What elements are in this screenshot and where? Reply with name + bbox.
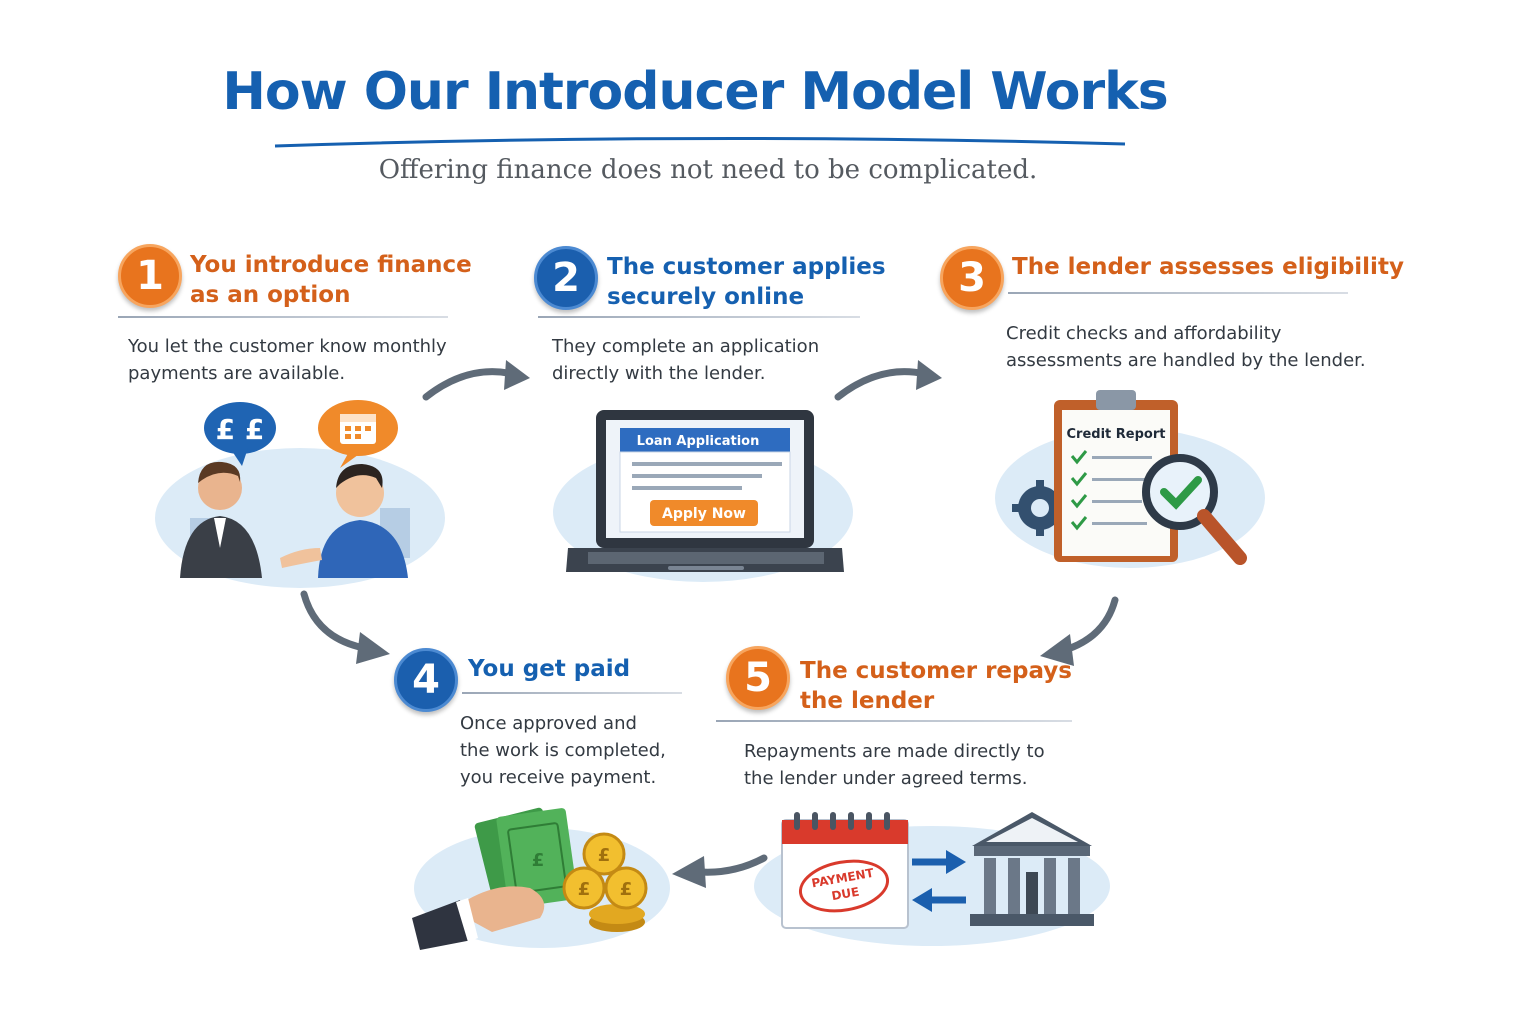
step-3-illustration: Credit Report xyxy=(995,390,1265,568)
speech-bubble-calendar-icon xyxy=(318,400,398,468)
step-1-illustration: £ £ xyxy=(155,400,445,588)
step-2-divider xyxy=(538,316,860,318)
step-3-title: The lender assesses eligibility xyxy=(1012,254,1404,280)
clipboard-icon: Credit Report xyxy=(1054,390,1178,562)
page-title: How Our Introducer Model Works xyxy=(222,62,1168,122)
svg-text:£: £ xyxy=(620,879,633,900)
svg-text:Apply Now: Apply Now xyxy=(662,506,746,522)
step-5-divider xyxy=(716,720,1072,722)
step-1-divider xyxy=(118,316,448,318)
step-4-number-badge: 4 xyxy=(394,648,458,712)
step-5-number-badge: 5 xyxy=(726,646,790,710)
flow-arrow-1-to-4 xyxy=(300,590,390,664)
step-3-number-badge: 3 xyxy=(940,246,1004,310)
svg-text:Credit Report: Credit Report xyxy=(1067,427,1166,442)
flow-arrow-2-to-3 xyxy=(834,360,942,401)
flow-arrow-1-to-2 xyxy=(422,360,530,401)
hand-with-cash-icon: £ xyxy=(412,807,578,950)
step-5-illustration: PAYMENT DUE xyxy=(754,812,1110,946)
title-underline-swoosh xyxy=(274,136,1126,148)
step-4-title: You get paid xyxy=(468,656,631,682)
svg-text:£ £: £ £ xyxy=(216,413,265,446)
flow-arrow-3-to-5 xyxy=(1040,596,1119,666)
svg-text:£: £ xyxy=(598,845,611,866)
step-2-number-badge: 2 xyxy=(534,246,598,310)
svg-text:£: £ xyxy=(532,850,545,871)
exchange-arrows-icon xyxy=(912,850,966,912)
step-1-number-badge: 1 xyxy=(118,244,182,308)
coins-icon: £ £ £ xyxy=(562,832,648,932)
svg-text:Loan Application: Loan Application xyxy=(637,434,760,449)
calendar-icon: PAYMENT DUE xyxy=(781,812,909,929)
speech-bubble-pound-icon: £ £ xyxy=(204,402,276,466)
svg-text:£: £ xyxy=(578,879,591,900)
bank-icon xyxy=(970,812,1094,926)
svg-text:DUE: DUE xyxy=(830,885,860,904)
page-subtitle: Offering finance does not need to be com… xyxy=(378,155,1038,185)
flow-arrow-5-to-4 xyxy=(672,854,768,888)
step-3-divider xyxy=(1008,292,1348,294)
step-4-divider xyxy=(462,692,682,694)
magnifier-check-icon xyxy=(1142,454,1247,565)
step-2-illustration: Loan Application Apply Now xyxy=(553,410,853,582)
step-4-illustration: £ £ £ £ xyxy=(412,807,670,950)
two-people-talking-icon xyxy=(180,461,408,578)
laptop-icon: Loan Application Apply Now xyxy=(566,410,844,572)
